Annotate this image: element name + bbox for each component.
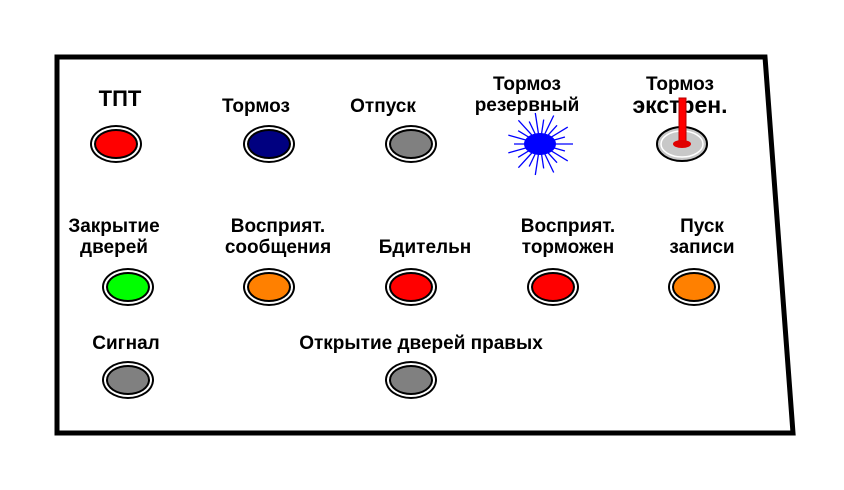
label-vospriyat-tormozhen-line2: торможен bbox=[521, 237, 615, 258]
lamp-tpt[interactable] bbox=[94, 129, 138, 159]
label-otpusk-line1: Отпуск bbox=[350, 96, 416, 117]
lamp-otpusk[interactable] bbox=[389, 129, 433, 159]
label-signal: Сигнал bbox=[92, 333, 159, 354]
label-zakrytie-dverei-line2: дверей bbox=[80, 237, 148, 258]
lamp-tormoz[interactable] bbox=[247, 129, 291, 159]
lamp-vospriyat-tormozhen[interactable] bbox=[531, 272, 575, 302]
lamp-bditeln[interactable] bbox=[389, 272, 433, 302]
lamp-zakrytie-dverei[interactable] bbox=[106, 272, 150, 302]
emergency-brake-switch-icon[interactable] bbox=[647, 93, 717, 163]
label-tormoz-rezervny-line2: резервный bbox=[474, 95, 580, 116]
label-tormoz-ekstren: Тормоз экстрен. bbox=[632, 74, 727, 117]
label-pusk-zapisi-line1: Пуск bbox=[680, 216, 724, 237]
label-tormoz-rezervny: Тормоз резервный bbox=[475, 74, 580, 116]
label-tormoz-line1: Тормоз bbox=[222, 96, 290, 117]
label-vospriyat-soobshcheniya: Восприят. сообщения bbox=[225, 216, 331, 258]
lamp-otkrytie-dverei-pravykh[interactable] bbox=[389, 365, 433, 395]
label-vospriyat-tormozhen-line1: Восприят. bbox=[520, 216, 616, 237]
label-tormoz-rezervny-line1: Тормоз bbox=[493, 74, 561, 95]
lamp-pusk-zapisi[interactable] bbox=[672, 272, 716, 302]
label-tormoz: Тормоз bbox=[222, 96, 290, 117]
lamp-tormoz-rezervny-flashing-icon[interactable] bbox=[500, 109, 580, 179]
label-otkrytie-dverei-pravykh-line1: Открытие дверей правых bbox=[299, 333, 543, 354]
label-vospriyat-soobshcheniya-line2: сообщения bbox=[224, 237, 332, 258]
label-tpt: ТПТ bbox=[98, 86, 142, 111]
label-vospriyat-soobshcheniya-line1: Восприят. bbox=[230, 216, 326, 237]
label-tormoz-ekstren-line1: Тормоз bbox=[646, 74, 714, 95]
label-zakrytie-dverei-line1: Закрытие bbox=[68, 216, 160, 237]
label-vospriyat-tormozhen: Восприят. торможен bbox=[521, 216, 615, 258]
label-bditeln: Бдительн bbox=[379, 237, 472, 258]
label-signal-line1: Сигнал bbox=[92, 333, 160, 354]
label-pusk-zapisi: Пуск записи bbox=[669, 216, 734, 258]
label-tpt-line1: ТПТ bbox=[98, 86, 142, 111]
label-zakrytie-dverei: Закрытие дверей bbox=[68, 216, 159, 258]
label-otpusk: Отпуск bbox=[350, 96, 416, 117]
label-bditeln-line1: Бдительн bbox=[378, 237, 472, 258]
label-pusk-zapisi-line2: записи bbox=[669, 237, 735, 258]
lamp-signal[interactable] bbox=[106, 365, 150, 395]
starburst-core bbox=[524, 133, 556, 155]
label-otkrytie-dverei-pravykh: Открытие дверей правых bbox=[299, 333, 543, 354]
lamp-vospriyat-soobshcheniya[interactable] bbox=[247, 272, 291, 302]
